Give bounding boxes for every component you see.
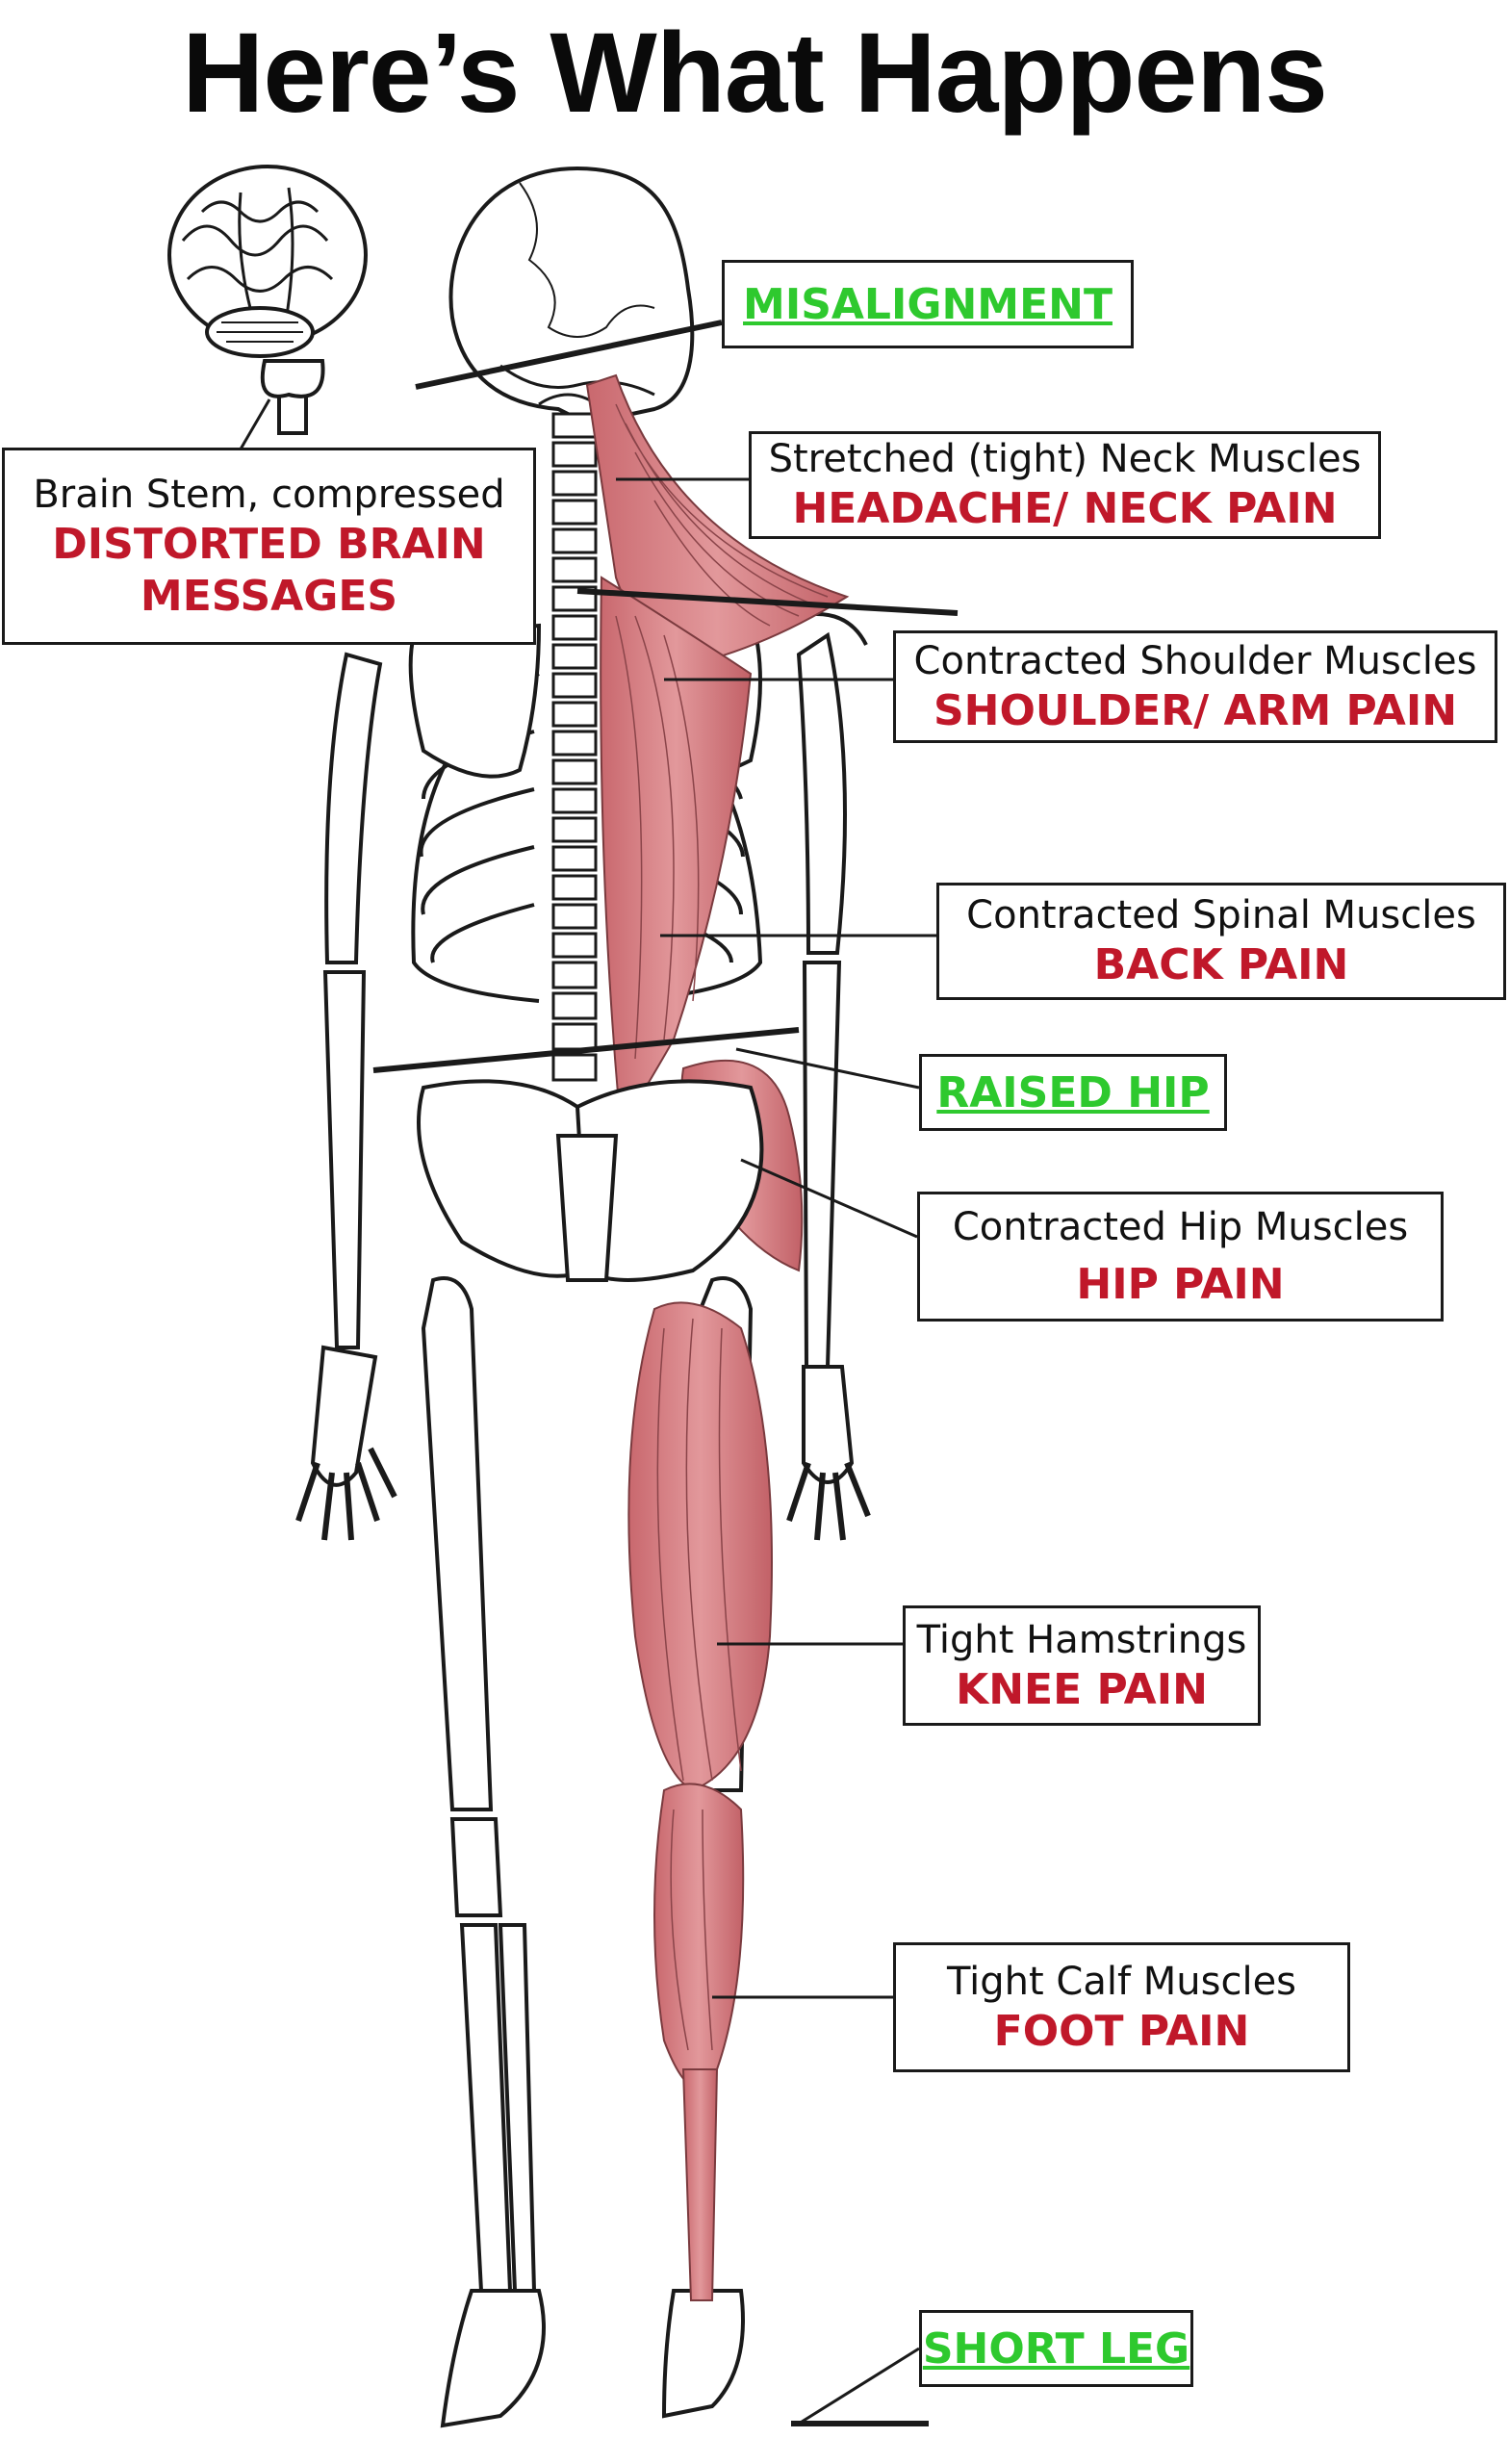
hamstrings-symptom: KNEE PAIN xyxy=(956,1664,1208,1714)
spinal-cause: Contracted Spinal Muscles xyxy=(966,893,1476,937)
neck-symptom: HEADACHE/ NECK PAIN xyxy=(792,484,1338,533)
hamstrings-cause: Tight Hamstrings xyxy=(916,1617,1247,1662)
hamstrings-callout: Tight Hamstrings KNEE PAIN xyxy=(903,1605,1261,1726)
calf-symptom: FOOT PAIN xyxy=(993,2006,1250,2056)
raised-hip-label: RAISED HIP xyxy=(936,1067,1210,1117)
brain-stem-callout: Brain Stem, compressed DISTORTED BRAIN M… xyxy=(2,448,536,645)
neck-callout: Stretched (tight) Neck Muscles HEADACHE/… xyxy=(749,431,1381,539)
shoulder-callout: Contracted Shoulder Muscles SHOULDER/ AR… xyxy=(893,630,1497,743)
calf-callout: Tight Calf Muscles FOOT PAIN xyxy=(893,1942,1350,2072)
shoulder-symptom: SHOULDER/ ARM PAIN xyxy=(933,685,1458,735)
short-leg-label: SHORT LEG xyxy=(922,2323,1190,2374)
hip-callout: Contracted Hip Muscles HIP PAIN xyxy=(917,1192,1444,1322)
misalignment-callout: MISALIGNMENT xyxy=(722,260,1134,348)
spinal-symptom: BACK PAIN xyxy=(1093,940,1349,989)
spinal-callout: Contracted Spinal Muscles BACK PAIN xyxy=(936,883,1506,1000)
hip-symptom: HIP PAIN xyxy=(1076,1259,1285,1309)
calf-cause: Tight Calf Muscles xyxy=(946,1959,1297,2004)
shoulder-cause: Contracted Shoulder Muscles xyxy=(913,638,1477,683)
brain-stem-symptom-line2: MESSAGES xyxy=(140,571,398,621)
neck-cause: Stretched (tight) Neck Muscles xyxy=(768,437,1362,481)
brain-icon xyxy=(167,165,368,435)
raised-hip-callout: RAISED HIP xyxy=(919,1054,1227,1131)
misalignment-label: MISALIGNMENT xyxy=(743,279,1113,329)
hip-cause: Contracted Hip Muscles xyxy=(952,1204,1409,1249)
brain-stem-symptom-line1: DISTORTED BRAIN xyxy=(52,519,486,569)
brain-stem-cause: Brain Stem, compressed xyxy=(33,472,505,517)
short-leg-callout: SHORT LEG xyxy=(919,2310,1193,2387)
page-title: Here’s What Happens xyxy=(182,10,1328,137)
